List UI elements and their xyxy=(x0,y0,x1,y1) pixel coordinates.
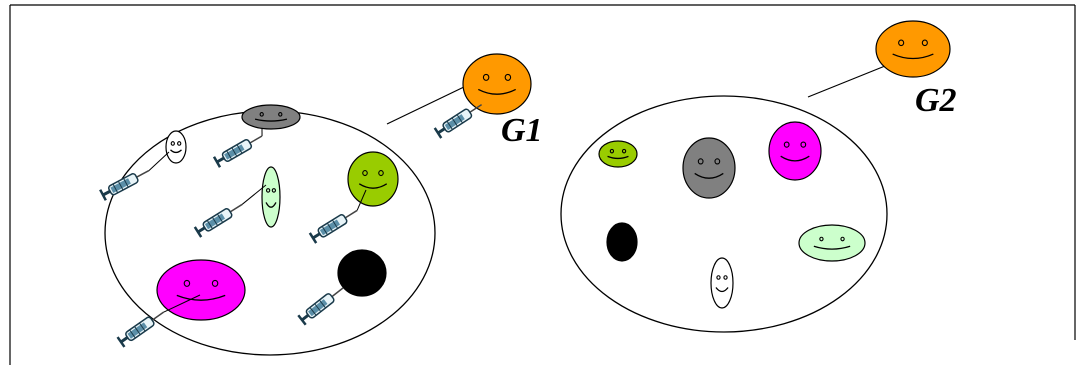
g2-connector xyxy=(807,65,886,98)
group-1-member-3-syringe-icon-needle-line xyxy=(241,184,267,205)
group-1-member-5-syringe-icon-needle-line xyxy=(163,294,201,313)
group-1-member-5-smiley-face-icon xyxy=(156,259,246,321)
group-1-member-3-smiley-face-icon xyxy=(261,166,281,228)
group-1-member-6-syringe-icon-needle-line xyxy=(342,282,350,289)
group-2-member-1-smiley-face-icon xyxy=(598,140,638,168)
group-1-member-4-smiley-face-icon xyxy=(347,151,399,207)
group-1-leader-smiley-face-icon xyxy=(462,53,532,115)
group-2-member-3-smiley-face-icon xyxy=(768,121,822,181)
group-1-member-2-smiley-face-icon xyxy=(241,104,301,130)
group-1-member-1-syringe-icon-needle-line xyxy=(148,151,170,171)
group-2-member-6-smiley-face-icon xyxy=(798,224,866,262)
g1-connector xyxy=(386,85,467,125)
group-1-member-1-smiley-face-icon xyxy=(165,130,187,164)
group-2-leader-smiley-face-icon xyxy=(875,20,951,78)
group-1-label: G1 xyxy=(501,112,543,149)
group-1-member-4-syringe-icon-needle-line xyxy=(356,189,367,211)
group-2-label: G2 xyxy=(915,82,957,119)
group-2-member-5-smiley-face-icon xyxy=(710,257,734,309)
group-2-member-4-smiley-face-icon xyxy=(606,222,638,262)
group-2-member-2-smiley-face-icon xyxy=(682,137,736,199)
group-1-member-6-smiley-face-icon xyxy=(337,249,387,297)
